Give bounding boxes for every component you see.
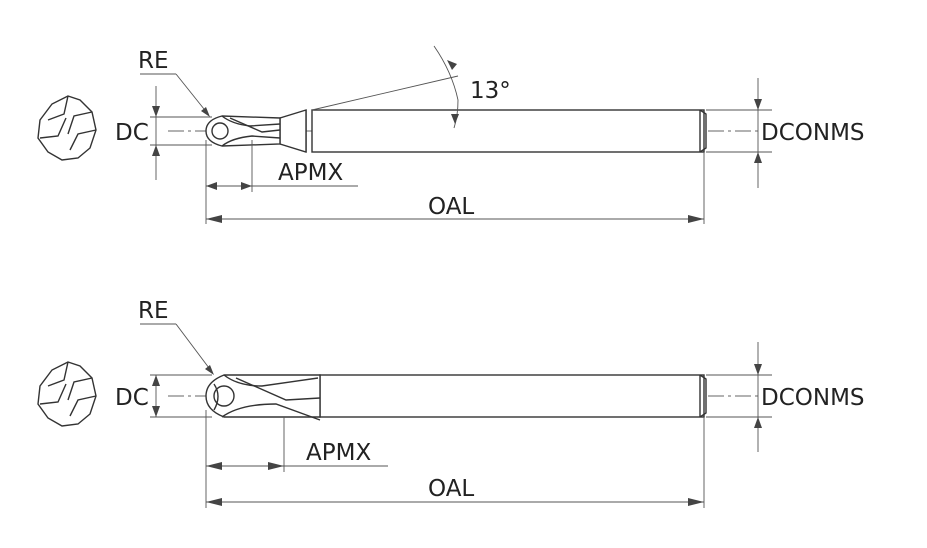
ball-nose-bottom xyxy=(205,374,321,421)
ball-nose-top xyxy=(205,115,281,147)
angle-13-top: 13° xyxy=(311,45,511,129)
oal-label-top: OAL xyxy=(428,194,474,220)
apmx-label-top: APMX xyxy=(278,160,343,186)
end-view-top-icon xyxy=(37,95,97,161)
re-leader-bottom: RE xyxy=(138,298,214,375)
dconms-label-top: DCONMS xyxy=(761,120,865,146)
dc-dimension-bottom: DC xyxy=(115,374,212,418)
dconms-label-bottom: DCONMS xyxy=(761,385,865,411)
dc-dimension-top: DC xyxy=(115,86,212,180)
oal-dimension-top: OAL xyxy=(206,152,705,224)
re-leader-top: RE xyxy=(138,48,210,117)
apmx-dimension-top: APMX xyxy=(205,140,358,224)
drawing-bottom: RE DC DCONMS APMX xyxy=(37,298,865,508)
angle-label-top: 13° xyxy=(470,78,511,104)
apmx-label-bottom: APMX xyxy=(306,440,371,466)
apmx-dimension-bottom: APMX xyxy=(205,410,388,508)
dc-label-top: DC xyxy=(115,120,149,146)
end-view-bottom-icon xyxy=(37,361,97,427)
shank-top xyxy=(311,109,705,153)
dconms-dimension-top: DCONMS xyxy=(706,78,865,188)
re-label-bottom: RE xyxy=(138,298,169,324)
dc-label-bottom: DC xyxy=(115,385,149,411)
dconms-dimension-bottom: DCONMS xyxy=(706,342,865,452)
tapered-neck-top xyxy=(279,109,307,153)
shank-bottom xyxy=(319,374,705,418)
drawing-top: 13° RE DC DCONMS xyxy=(37,45,865,224)
re-label-top: RE xyxy=(138,48,169,74)
oal-label-bottom: OAL xyxy=(428,476,474,502)
oal-dimension-bottom: OAL xyxy=(206,417,705,508)
